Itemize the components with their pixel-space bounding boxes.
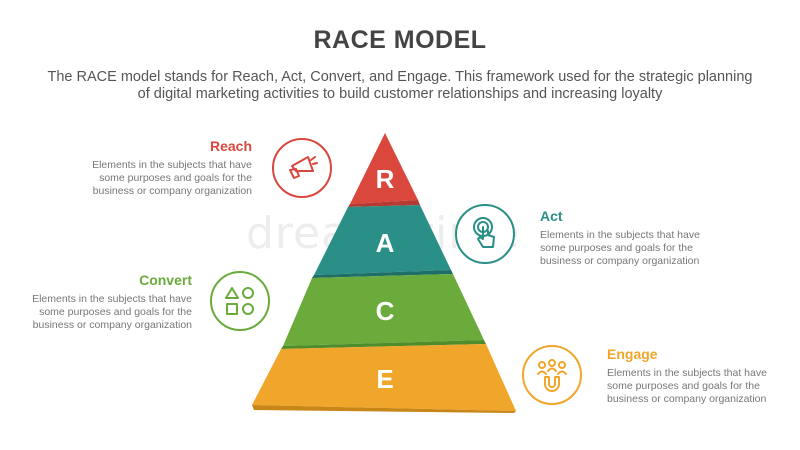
shapes-icon (225, 287, 254, 315)
engage-heading: Engage (607, 346, 658, 362)
act-icon-circle (455, 204, 515, 264)
pyramid-segment-engage (252, 344, 516, 411)
engage-description: Elements in the subjects that have some … (607, 367, 767, 405)
touch-icon (473, 217, 495, 248)
convert-icon-circle (210, 271, 270, 331)
act-block: Act Elements in the subjects that have s… (540, 208, 715, 268)
letter-r: R (376, 164, 395, 194)
act-description: Elements in the subjects that have some … (540, 229, 700, 267)
act-heading: Act (540, 208, 563, 224)
page-subtitle: The RACE model stands for Reach, Act, Co… (47, 69, 753, 102)
convert-block: Convert Elements in the subjects that ha… (20, 272, 192, 332)
engage-block: Engage Elements in the subjects that hav… (607, 346, 782, 406)
letter-c: C (376, 296, 395, 326)
convert-heading: Convert (139, 272, 192, 288)
pyramid-segment-convert (283, 274, 484, 346)
pyramid-segment-act (314, 205, 451, 275)
engage-icon-circle (522, 345, 582, 405)
reach-icon-circle (272, 138, 332, 198)
letter-a: A (376, 228, 395, 258)
letter-e: E (376, 364, 393, 394)
reach-description: Elements in the subjects that have some … (92, 159, 252, 197)
magnet-people-icon (537, 359, 567, 392)
convert-description: Elements in the subjects that have some … (32, 293, 192, 331)
reach-block: Reach Elements in the subjects that have… (80, 138, 252, 198)
pyramid-segment-reach (350, 133, 418, 204)
page-title: RACE MODEL (313, 26, 487, 54)
reach-heading: Reach (209, 138, 252, 154)
megaphone-icon (289, 156, 318, 179)
